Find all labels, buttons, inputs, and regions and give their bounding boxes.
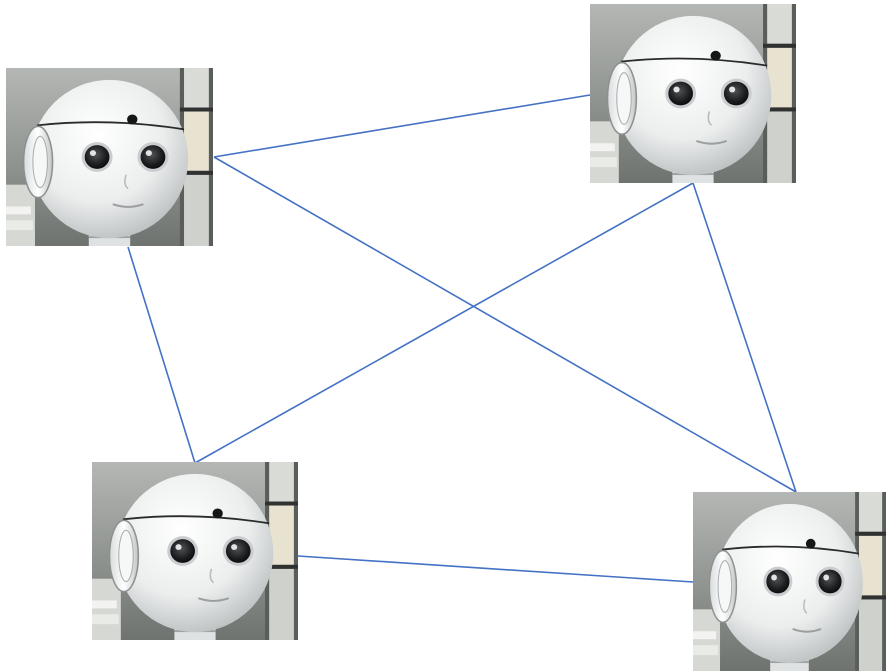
edge-top-right-to-bottom-right (692, 182, 797, 493)
robot-node-bottom-left (92, 462, 298, 640)
connections (127, 94, 797, 583)
edge-top-left-to-bottom-right (213, 156, 797, 493)
edge-top-left-to-bottom-left (127, 246, 196, 464)
robot-node-top-right (590, 4, 796, 183)
edge-bottom-left-to-bottom-right (297, 555, 694, 583)
robot-nodes (6, 4, 886, 671)
robot-node-bottom-right (693, 492, 886, 671)
edge-top-right-to-bottom-left (194, 182, 694, 464)
robot-node-top-left (6, 68, 213, 246)
edge-top-left-to-top-right (213, 94, 591, 158)
